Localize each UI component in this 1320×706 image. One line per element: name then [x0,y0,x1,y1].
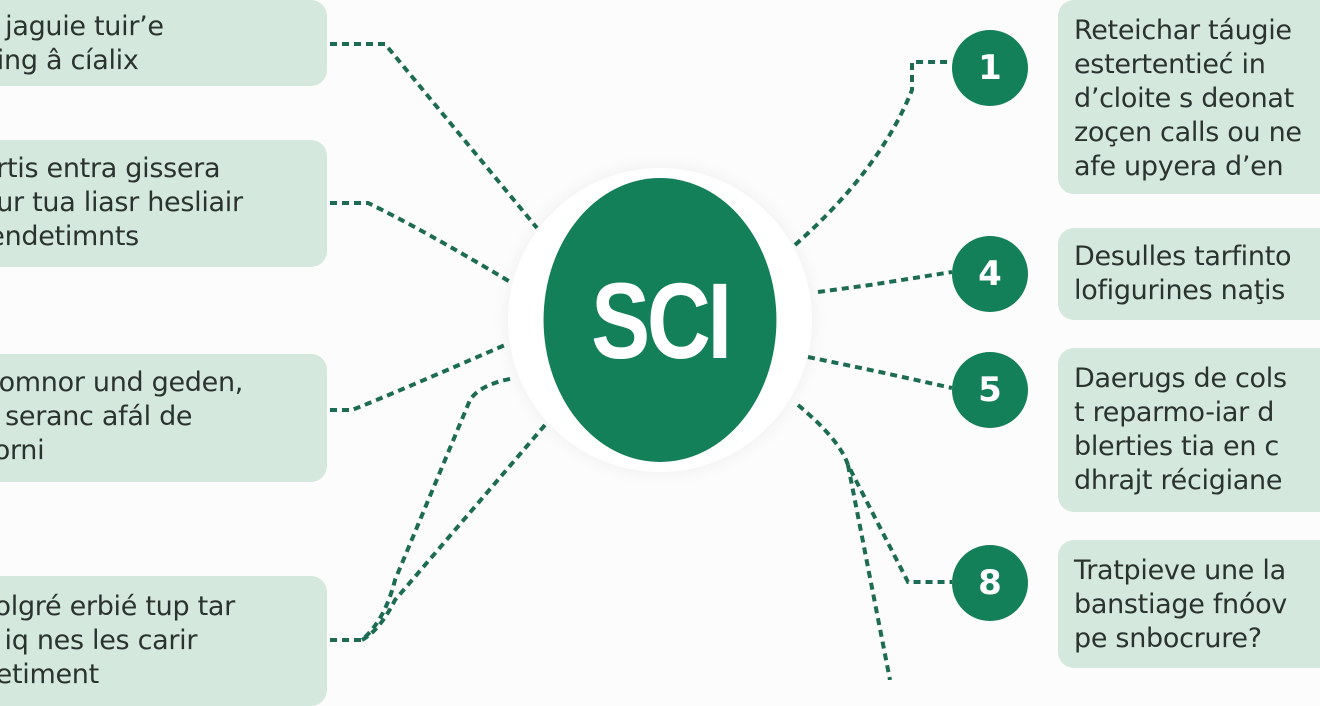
center-node-label: SCI [591,259,732,381]
topic-text-line: pe snbocrure? [1074,623,1262,654]
topic-text-line: estertentieć in [1074,49,1266,80]
number-badge-8: 8 [952,545,1028,621]
topic-text-line: ’endetimnts [0,221,139,252]
topic-text-line: vetiment [0,659,99,690]
topic-text-line: sorni [0,435,45,466]
topic-text-line: d’cloite s deonat [1074,83,1294,114]
left-topic-box-2: ortis entra gissera õur tua liasr heslia… [0,140,327,267]
topic-text-line: lofigurines naţis [1074,275,1285,306]
topic-text-line: t omnor und geden, [0,367,244,398]
topic-text-line: Reteichar táugie [1074,15,1292,46]
badge-number: 4 [978,254,1002,294]
topic-text-line: blerties tia en c [1074,431,1279,462]
topic-text-line: colgré erbié tup tar [0,591,235,622]
right-topic-box-4: Desulles tarfinto lofigurines naţis [1058,228,1320,320]
topic-text-line: d jaguie tuir’e [0,11,164,42]
topic-text-line: Daerugs de cols [1074,363,1287,394]
topic-text-line: Tratpieve une la [1074,555,1286,586]
topic-text-line: afe upyera d’en [1074,151,1284,182]
topic-text-line: a iq nes les carir [0,625,198,656]
left-topic-box-4: colgré erbié tup tar a iq nes les carir … [0,576,327,706]
badge-number: 8 [978,563,1002,603]
topic-text-line: zoçen calls ou ne [1074,117,1302,148]
topic-text-line: ning â cíalix [0,45,139,76]
topic-text-line: ortis entra gissera [0,153,221,184]
topic-text-line: t reparmo-iar d [1074,397,1275,428]
badge-number: 5 [978,370,1002,410]
topic-text-line: õur tua liasr hesliair [0,187,243,218]
connector-lines [330,42,953,680]
topic-text-line: g seranc afál de [0,401,193,432]
number-badge-5: 5 [952,352,1028,428]
topic-text-line: banstiage fnóov [1074,589,1287,620]
right-topic-box-1: Reteichar táugie estertentieć in d’cloi… [1058,0,1320,194]
center-node: SCI [543,178,777,462]
left-topic-box-1: d jaguie tuir’e ning â cíalix [0,0,327,86]
left-topic-box-3: t omnor und geden, g seranc afál de sorn… [0,354,327,482]
badge-number: 1 [978,48,1002,88]
right-topic-box-5: Daerugs de cols t reparmo-iar d blerties… [1058,348,1320,512]
number-badge-4: 4 [952,236,1028,312]
topic-text-line: Desulles tarfinto [1074,241,1292,272]
right-topic-box-8: Tratpieve une la banstiage fnóov pe snb… [1058,540,1320,668]
number-badge-1: 1 [952,30,1028,106]
topic-text-line: dhrajt récigiane [1074,465,1283,496]
